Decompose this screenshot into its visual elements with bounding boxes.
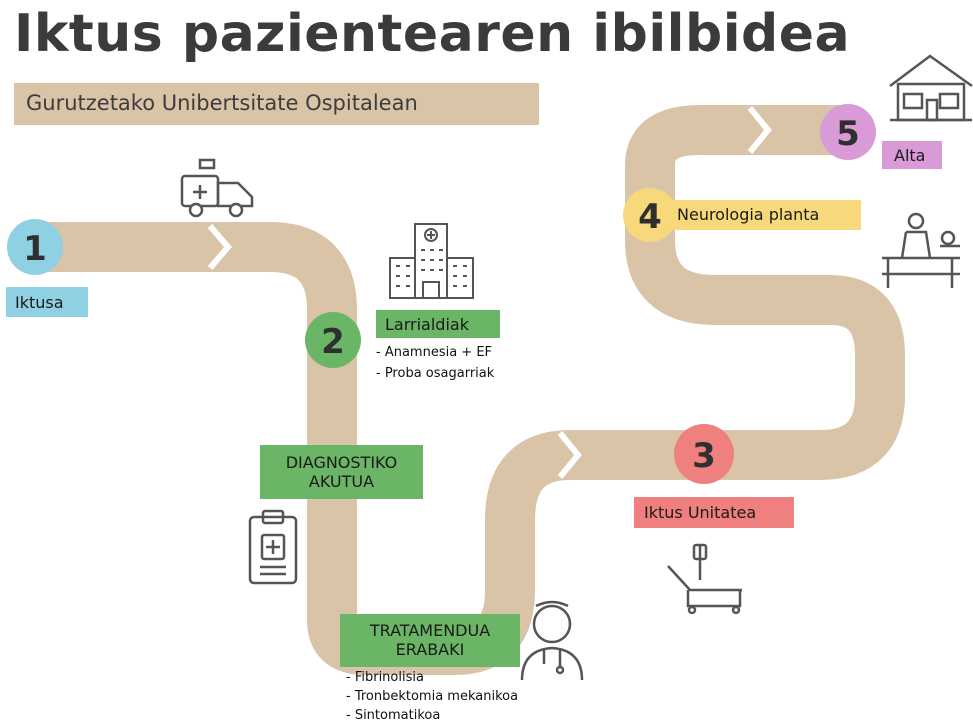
treatment-bullet-2: - Tronbektomia mekanikoa bbox=[346, 689, 519, 704]
step-4-circle bbox=[623, 188, 677, 242]
treatment-bullet-3: - Sintomatikoa bbox=[346, 708, 441, 723]
ambulance-icon bbox=[180, 158, 254, 218]
patient-bed-icon bbox=[882, 212, 960, 288]
house-icon bbox=[889, 54, 973, 122]
step-3-number: 3 bbox=[692, 436, 716, 476]
step-4-label-text: Neurologia planta bbox=[677, 205, 820, 224]
subtitle-text: Gurutzetako Unibertsitate Ospitalean bbox=[26, 91, 418, 115]
road-arrows bbox=[207, 106, 772, 479]
treatment-bullet-1: - Fibrinolisia bbox=[346, 670, 424, 685]
diagnostic-box: DIAGNOSTIKO AKUTUA bbox=[260, 445, 423, 499]
step-5-label-text: Alta bbox=[894, 146, 926, 165]
treatment-bullets: - Fibrinolisia - Tronbektomia mekanikoa … bbox=[346, 668, 518, 725]
emergency-bullet-2: - Proba osagarriak bbox=[376, 366, 495, 381]
step-1-label-text: Iktusa bbox=[15, 293, 64, 312]
step-3-circle bbox=[674, 424, 734, 484]
step-4-number: 4 bbox=[638, 197, 662, 237]
treatment-box: TRATAMENDUA ERABAKI bbox=[340, 614, 520, 667]
treatment-line-1: TRATAMENDUA bbox=[369, 621, 491, 640]
diagnostic-line-1: DIAGNOSTIKO bbox=[285, 453, 398, 472]
step-5-circle bbox=[820, 104, 876, 160]
step-2-label: Larrialdiak bbox=[376, 310, 500, 338]
step-5-label: Alta bbox=[882, 141, 942, 169]
step-5-number: 5 bbox=[836, 114, 860, 154]
hospital-bed-icon bbox=[667, 543, 742, 615]
step-4-label: Neurologia planta bbox=[668, 200, 861, 230]
subtitle-banner: Gurutzetako Unibertsitate Ospitalean bbox=[14, 83, 539, 125]
hospital-icon bbox=[389, 223, 474, 299]
step-1-circle bbox=[7, 219, 63, 275]
step-1-label: Iktusa bbox=[6, 287, 88, 317]
step-2-number: 2 bbox=[321, 322, 345, 362]
step-3-label-text: Iktus Unitatea bbox=[644, 503, 757, 522]
step-2-circle bbox=[305, 312, 361, 368]
diagnostic-line-2: AKUTUA bbox=[308, 472, 375, 491]
clipboard-icon bbox=[248, 509, 298, 585]
emergency-bullets: - Anamnesia + EF - Proba osagarriak bbox=[376, 342, 494, 384]
step-1-number: 1 bbox=[23, 229, 47, 269]
page-title: Iktus pazientearen ibilbidea bbox=[14, 4, 851, 64]
step-3-label: Iktus Unitatea bbox=[634, 497, 794, 528]
doctor-icon bbox=[520, 600, 584, 681]
step-2-label-text: Larrialdiak bbox=[385, 315, 469, 334]
emergency-bullet-1: - Anamnesia + EF bbox=[376, 345, 493, 360]
treatment-line-2: ERABAKI bbox=[395, 640, 465, 659]
